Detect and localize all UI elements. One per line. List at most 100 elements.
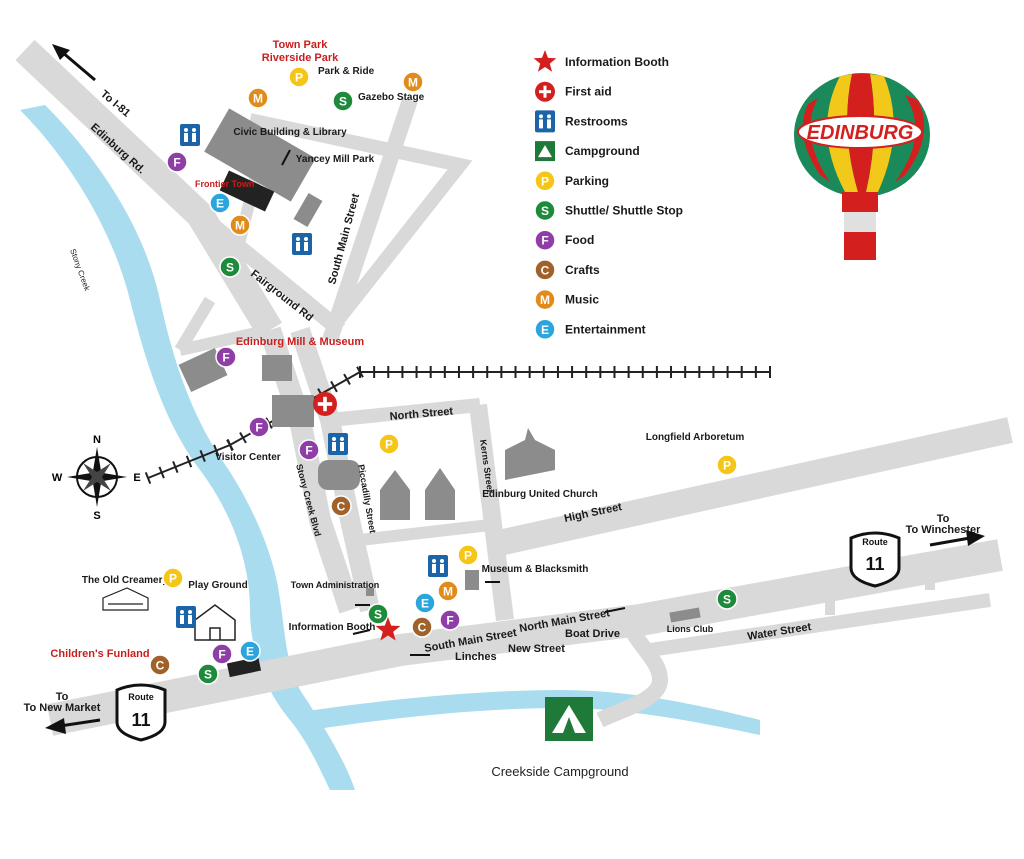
compass-s: S bbox=[93, 510, 100, 522]
legend-label: Information Booth bbox=[565, 55, 669, 69]
museum-building bbox=[465, 570, 479, 590]
parking-icon[interactable]: P bbox=[716, 454, 738, 476]
svg-text:S: S bbox=[723, 593, 731, 607]
campground-icon[interactable] bbox=[535, 141, 555, 162]
balloon-label: EDINBURG bbox=[807, 122, 914, 144]
label-stony-creek: Stony Creek bbox=[68, 248, 92, 293]
svg-text:Route: Route bbox=[128, 692, 154, 702]
label-edinburg-uc: Edinburg United Church bbox=[482, 489, 598, 500]
restroom-icon[interactable] bbox=[328, 433, 348, 455]
label-boat-drive: Boat Drive bbox=[565, 628, 620, 640]
shuttle-icon[interactable]: S bbox=[716, 588, 738, 610]
direction-arrows bbox=[45, 44, 985, 734]
label-north-street: North Street bbox=[389, 405, 454, 423]
label-childrens-funland: Children's Funland bbox=[50, 648, 149, 660]
legend-item-camp: Campground bbox=[535, 141, 640, 162]
parking-icon[interactable]: P bbox=[534, 170, 556, 192]
shuttle-icon[interactable]: S bbox=[332, 90, 354, 112]
restroom-icon[interactable] bbox=[428, 555, 448, 577]
svg-text:M: M bbox=[253, 92, 263, 106]
svg-text:S: S bbox=[541, 204, 549, 218]
river bbox=[20, 105, 355, 790]
parking-icon[interactable]: P bbox=[288, 66, 310, 88]
food-icon[interactable]: F bbox=[248, 416, 270, 438]
parking-icon[interactable]: P bbox=[378, 433, 400, 455]
hot-air-balloon: EDINBURG bbox=[794, 73, 930, 260]
food-icon[interactable]: F bbox=[439, 609, 461, 631]
first-aid-icon[interactable] bbox=[535, 81, 555, 102]
restroom-icon[interactable] bbox=[180, 124, 200, 146]
information-booth-star-icon[interactable] bbox=[375, 617, 401, 641]
office-building bbox=[272, 395, 314, 427]
mill-building bbox=[262, 355, 292, 381]
legend-item-info: Information Booth bbox=[533, 50, 669, 72]
svg-text:P: P bbox=[723, 459, 731, 473]
crafts-icon[interactable]: C bbox=[149, 654, 171, 676]
entertainment-icon[interactable]: E bbox=[534, 318, 556, 341]
church-b bbox=[425, 468, 455, 520]
shuttle-icon[interactable]: S bbox=[219, 256, 241, 278]
restroom-icon[interactable] bbox=[535, 110, 555, 133]
food-icon[interactable]: F bbox=[166, 151, 188, 173]
music-icon[interactable]: M bbox=[402, 71, 424, 93]
music-icon[interactable]: M bbox=[437, 580, 459, 602]
parking-icon[interactable]: P bbox=[457, 544, 479, 566]
first-aid-icon[interactable] bbox=[313, 392, 337, 416]
parking-icon[interactable]: P bbox=[162, 567, 184, 589]
music-icon[interactable]: M bbox=[247, 87, 269, 109]
music-icon[interactable]: M bbox=[229, 214, 251, 236]
entertainment-icon[interactable]: E bbox=[414, 592, 436, 614]
label-park-ride: Park & Ride bbox=[318, 66, 375, 77]
legend-item-p: P Parking bbox=[534, 170, 609, 192]
svg-text:P: P bbox=[295, 71, 303, 85]
svg-text:F: F bbox=[305, 444, 312, 458]
river-branch bbox=[300, 690, 760, 735]
label-old-creamery: The Old Creamery bbox=[82, 575, 169, 586]
svg-text:S: S bbox=[204, 668, 212, 682]
shuttle-icon[interactable]: S bbox=[197, 663, 219, 685]
svg-text:M: M bbox=[235, 219, 245, 233]
label-yancey: Yancey Mill Park bbox=[296, 154, 375, 165]
svg-text:C: C bbox=[418, 621, 427, 635]
label-lions-club: Lions Club bbox=[667, 624, 714, 634]
crafts-icon[interactable]: C bbox=[330, 495, 352, 517]
svg-text:P: P bbox=[385, 438, 393, 452]
svg-text:F: F bbox=[222, 351, 229, 365]
restroom-icon[interactable] bbox=[176, 606, 196, 628]
svg-text:E: E bbox=[421, 597, 429, 611]
shuttle-icon[interactable]: S bbox=[534, 199, 556, 222]
food-icon[interactable]: F bbox=[215, 346, 237, 368]
label-frontier: Frontier Town bbox=[195, 179, 254, 189]
crafts-icon[interactable]: C bbox=[534, 259, 556, 281]
svg-text:E: E bbox=[216, 197, 224, 211]
food-icon[interactable]: F bbox=[534, 229, 556, 251]
church-a bbox=[380, 470, 410, 520]
svg-text:F: F bbox=[541, 234, 548, 248]
shuttle-icon[interactable]: S bbox=[367, 603, 389, 625]
compass-e: E bbox=[133, 472, 140, 484]
crafts-icon[interactable]: C bbox=[411, 616, 433, 638]
food-icon[interactable]: F bbox=[211, 643, 233, 665]
label-play-ground: Play Ground bbox=[188, 580, 247, 591]
svg-text:Route: Route bbox=[862, 537, 888, 547]
svg-text:S: S bbox=[226, 261, 234, 275]
svg-text:11: 11 bbox=[865, 554, 884, 574]
restroom-icon[interactable] bbox=[292, 233, 312, 255]
food-icon[interactable]: F bbox=[298, 439, 320, 461]
creekside-campground-icon[interactable] bbox=[545, 697, 593, 741]
label-creekside: Creekside Campground bbox=[491, 764, 628, 779]
legend-label: Campground bbox=[565, 144, 640, 158]
entertainment-icon[interactable]: E bbox=[239, 640, 261, 662]
svg-text:C: C bbox=[156, 659, 165, 673]
music-icon[interactable]: M bbox=[534, 288, 556, 311]
star-icon[interactable] bbox=[533, 50, 557, 72]
svg-text:P: P bbox=[541, 174, 549, 188]
legend-label: Parking bbox=[565, 174, 609, 188]
svg-text:S: S bbox=[374, 608, 382, 622]
svg-text:E: E bbox=[541, 323, 549, 337]
entertainment-icon[interactable]: E bbox=[209, 192, 231, 214]
svg-text:P: P bbox=[464, 549, 472, 563]
